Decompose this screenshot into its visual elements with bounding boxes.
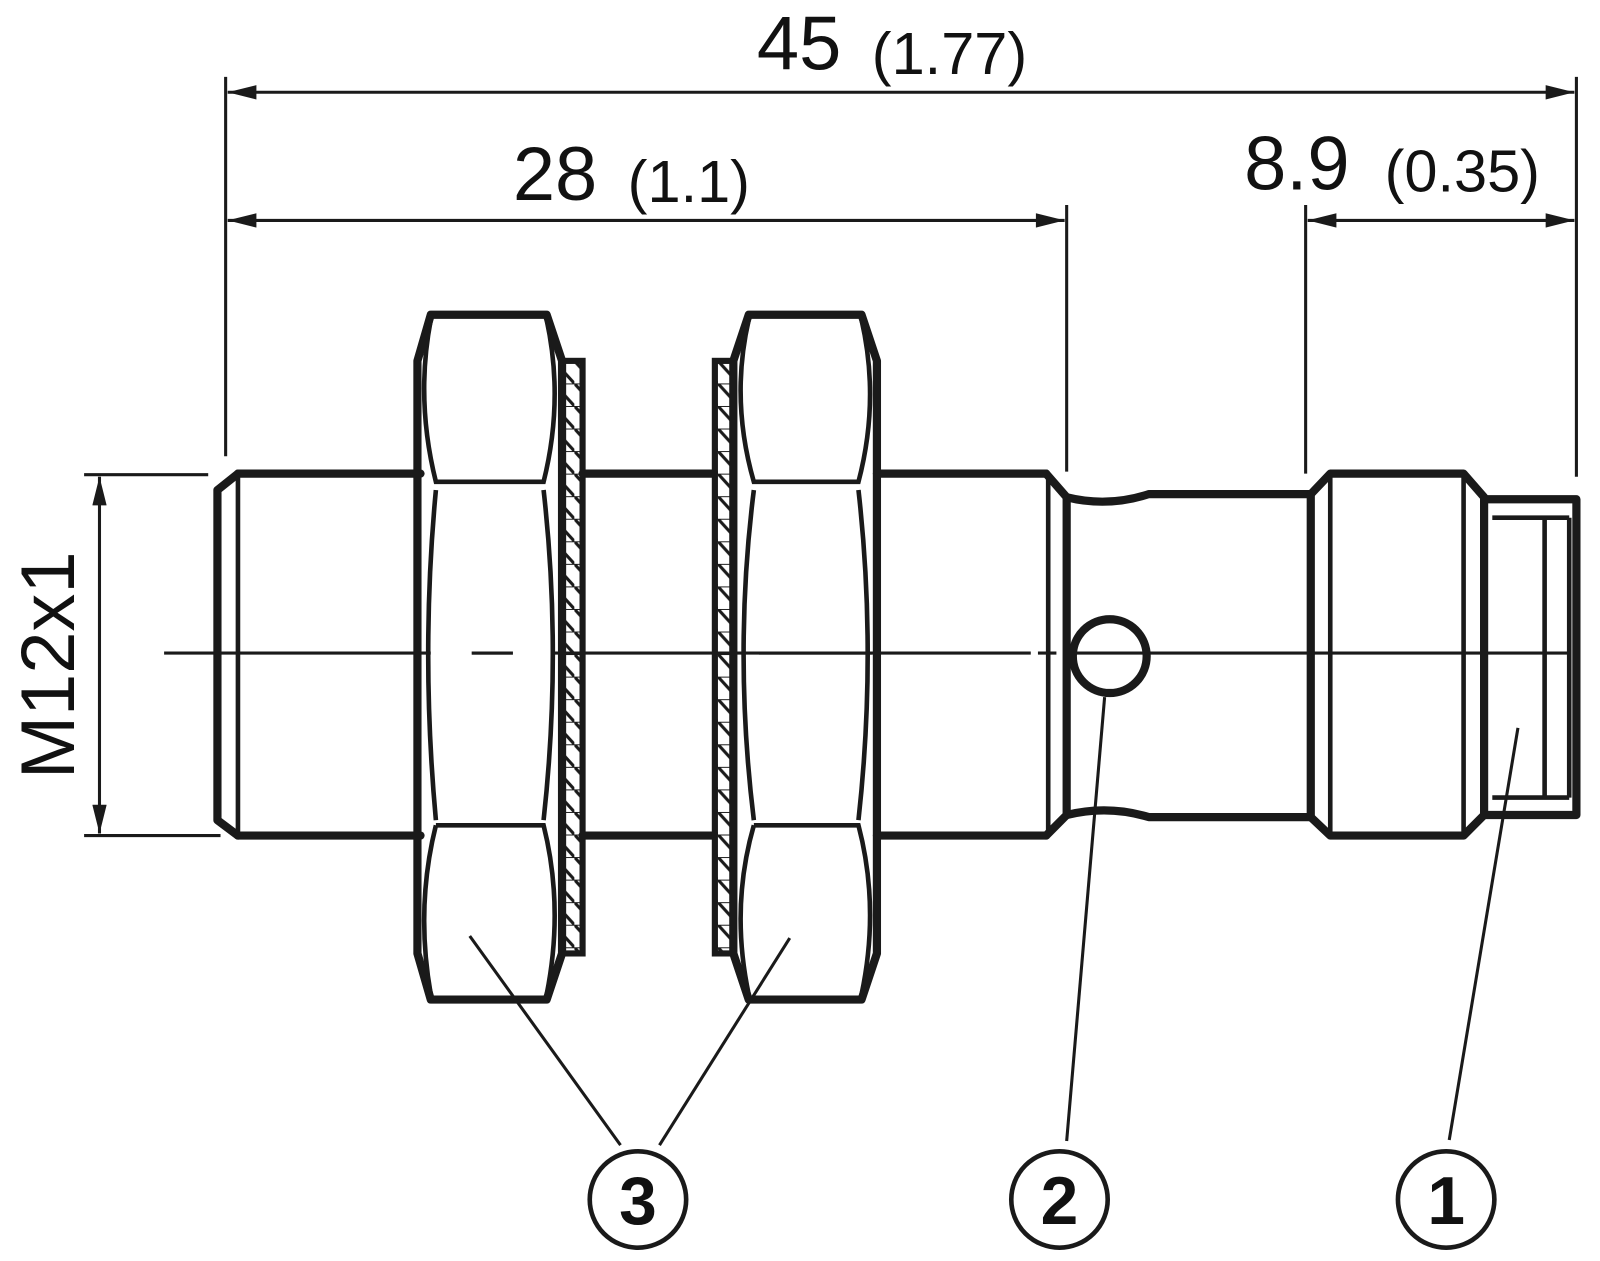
leader-lines <box>468 697 1520 1147</box>
dimension-value: 28 <box>513 132 597 217</box>
fixing-nut-right <box>729 310 882 1004</box>
dimension-overall-length: 45 (1.77) <box>224 2 1578 477</box>
callout-number: 1 <box>1427 1164 1465 1239</box>
fixing-nut-left <box>413 310 567 1004</box>
dimension-value: 8.9 <box>1244 122 1350 207</box>
callout-3: 3 <box>587 1148 689 1250</box>
dimension-thread-diameter: M12x1 <box>6 473 221 838</box>
sensor-neck <box>1062 490 1315 822</box>
thread-label: M12x1 <box>6 551 91 779</box>
dimension-inch-value: (0.35) <box>1385 138 1540 205</box>
callout-2: 2 <box>1008 1148 1110 1250</box>
callout-number: 3 <box>619 1164 657 1239</box>
dimension-value: 45 <box>757 2 841 87</box>
callout-1: 1 <box>1395 1148 1497 1250</box>
sensor-threaded-body <box>213 469 1071 840</box>
callout-number: 2 <box>1041 1164 1079 1239</box>
dimension-connector-length: 8.9 (0.35) <box>1244 122 1575 474</box>
dimension-inch-value: (1.1) <box>628 148 750 215</box>
connector <box>1479 495 1581 820</box>
dimension-thread-length: 28 (1.1) <box>227 132 1069 472</box>
led-indicator <box>1068 615 1151 698</box>
dimension-inch-value: (1.77) <box>872 20 1027 87</box>
